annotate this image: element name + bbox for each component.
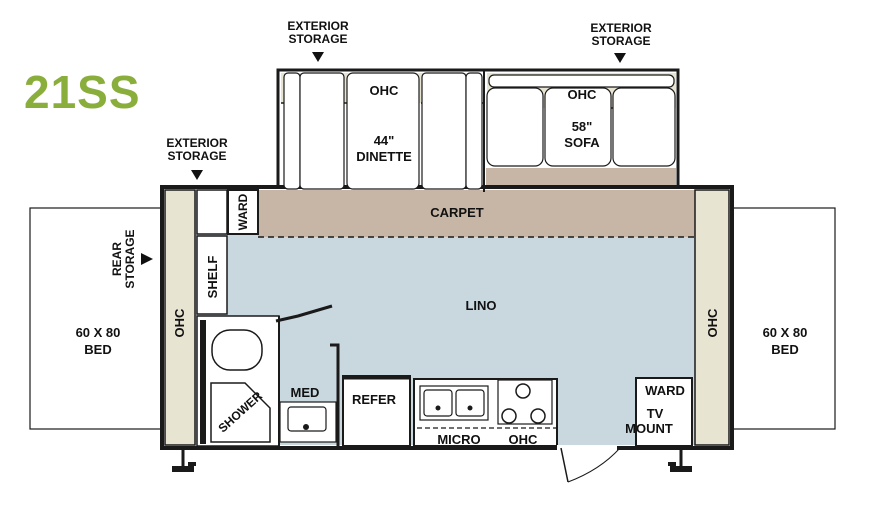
shelf [196,235,228,315]
sink-drain-left-icon [435,405,441,411]
right-wardrobe [635,377,693,447]
burner-top-icon [515,383,531,399]
left-jack [172,448,196,472]
ext-storage-left-line2: STORAGE [167,149,226,163]
ext-storage-top-left-line2: STORAGE [288,32,347,46]
sink-drain-right-icon [467,405,473,411]
sink-bowl-right [455,389,485,417]
sofa-cushion-right [612,87,676,167]
dinette-bench-back-left [283,72,301,190]
sink-bowl-left [423,389,453,417]
rear-storage-arrow-icon [141,253,153,265]
burner-right-icon [530,408,546,424]
rear-storage-line2: STORAGE [123,229,137,288]
shelf-label: SHELF [205,256,220,299]
stove [497,379,553,425]
dinette-bench-left [299,72,345,190]
left-bed-size-label: 60 X 80 [76,325,121,340]
model-title: 21SS [24,66,141,118]
lino-label: LINO [465,298,496,313]
dinette-bench-back-right [465,72,483,190]
dinette-label: DINETTE [356,149,412,164]
left-ohc-cabinet [164,189,196,446]
refer-label: REFER [352,392,397,407]
burner-left-icon [501,408,517,424]
sofa-ohc-label: OHC [568,87,598,102]
sofa-cushion-left [486,87,544,167]
door-swing [567,447,621,483]
kitchen-ohc-label: OHC [509,432,539,447]
ext-storage-top-right-line2: STORAGE [591,34,650,48]
lav-drain-icon [303,424,309,430]
med-label: MED [291,385,320,400]
ext-storage-top-right-line1: EXTERIOR [590,21,652,35]
right-bed-tent [730,207,836,430]
refrigerator [342,375,411,447]
right-ohc-cabinet [694,189,730,446]
tv-label: TV [647,406,664,421]
left-wall-cabinet [196,189,228,235]
rear-storage-line1: REAR [110,242,124,276]
dinette-table [346,72,420,190]
left-ohc-label: OHC [172,308,187,338]
right-wardrobe-label: WARD [645,383,685,398]
right-jack [668,448,692,472]
bath-door [275,304,333,323]
ext-storage-top-right-arrow-icon [614,53,626,63]
carpet-label: CARPET [430,205,484,220]
sofa-back [488,74,675,88]
toilet [211,329,263,371]
dinette-bench-right [421,72,467,190]
left-bed-label: BED [84,342,111,357]
entry-door [560,447,569,483]
ext-storage-top-left-arrow-icon [312,52,324,62]
lav-sink [287,406,327,432]
sofa-label: SOFA [564,135,600,150]
tv-mount-label: MOUNT [625,421,673,436]
bath-wall [200,320,206,444]
ext-storage-left-arrow-icon [191,170,203,180]
dinette-size-label: 44" [374,133,395,148]
right-bed-size-label: 60 X 80 [763,325,808,340]
dinette-ohc-label: OHC [370,83,400,98]
sofa-cushion-middle [544,87,612,167]
micro-label: MICRO [437,432,480,447]
shower-stall [210,382,271,443]
sofa-size-label: 58" [572,119,593,134]
carpet-floor [258,190,695,237]
right-bed-label: BED [771,342,798,357]
galley-wall [330,343,340,446]
right-ohc-label: OHC [705,308,720,338]
ext-storage-top-left-line1: EXTERIOR [287,19,349,33]
left-wardrobe [227,189,259,235]
left-bed-tent [29,207,166,430]
left-wardrobe-label: WARD [236,193,250,230]
ext-storage-left-line1: EXTERIOR [166,136,228,150]
